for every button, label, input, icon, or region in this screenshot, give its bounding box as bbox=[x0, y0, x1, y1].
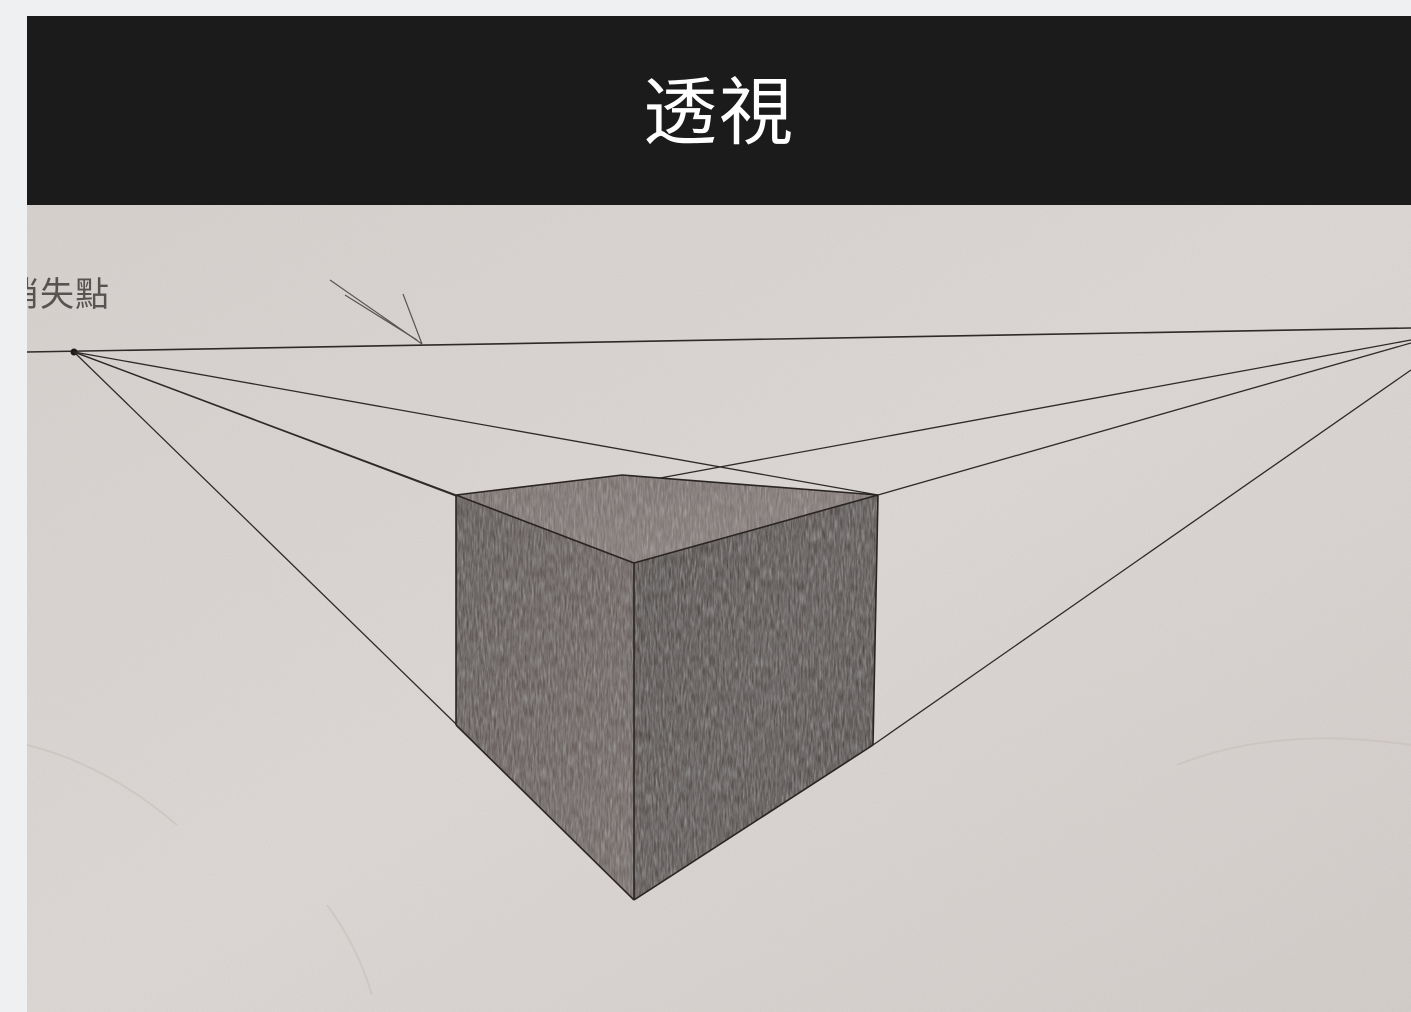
cube-edges bbox=[455, 474, 879, 901]
title-bar: 透視 bbox=[27, 16, 1411, 205]
cube-top-face bbox=[456, 475, 878, 563]
horizon-line bbox=[27, 327, 1411, 353]
vanishing-point-label: 消失點 bbox=[27, 275, 110, 315]
slide-title: 透視 bbox=[643, 69, 795, 156]
cube-left-face bbox=[456, 495, 634, 900]
cube-right-face bbox=[634, 495, 878, 900]
shaded-cube bbox=[456, 475, 878, 900]
right-perspective-lines bbox=[621, 339, 1411, 746]
arrow-mark bbox=[329, 279, 423, 345]
perspective-drawing-photo bbox=[27, 205, 1411, 1012]
paper-creases bbox=[27, 737, 1411, 996]
slide: 透視 bbox=[27, 16, 1411, 1012]
